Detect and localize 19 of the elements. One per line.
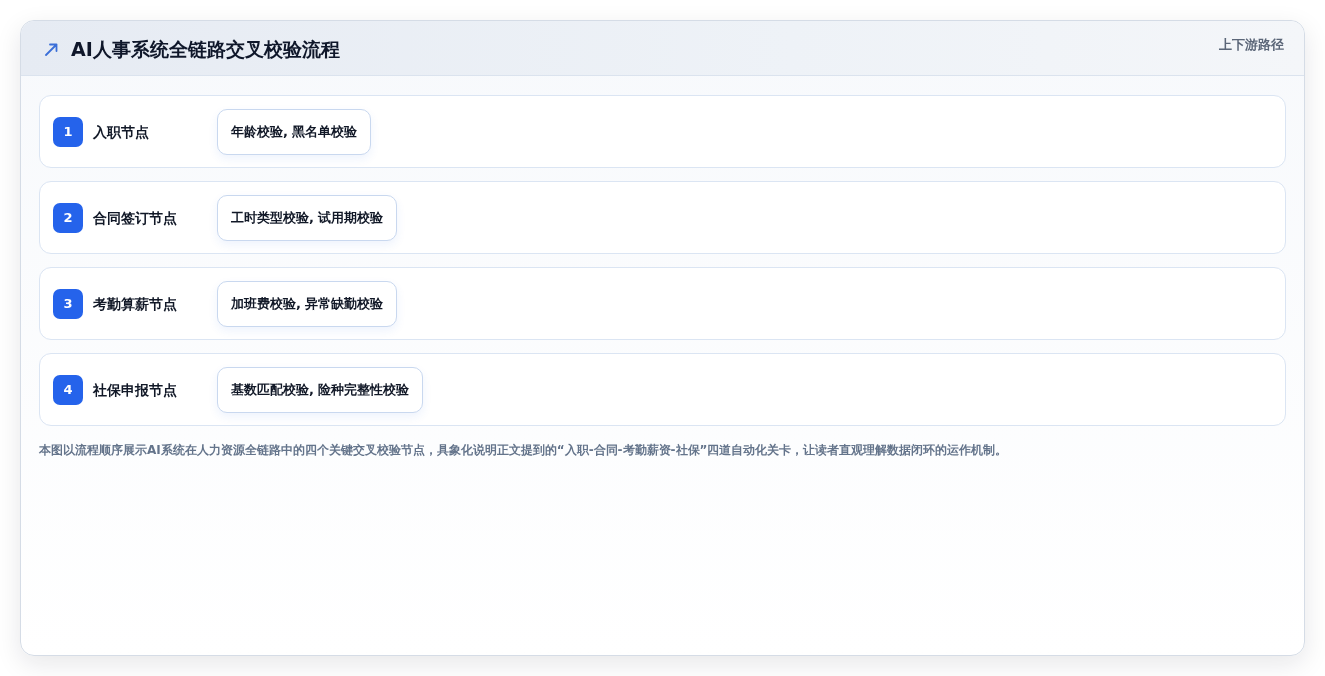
number-badge: 2 bbox=[53, 203, 83, 233]
number-badge: 4 bbox=[53, 375, 83, 405]
check-pill: 加班费校验, 异常缺勤校验 bbox=[217, 281, 398, 327]
step-label: 合同签订节点 bbox=[93, 209, 177, 228]
number-badge: 3 bbox=[53, 289, 83, 319]
step-row bbox=[39, 181, 1286, 254]
step-row bbox=[39, 95, 1286, 168]
path-label: 上下游路径 bbox=[1219, 36, 1284, 54]
caption: 本图以流程顺序展示AI系统在人力资源全链路中的四个关键交叉校验节点，具象化说明正文提到的“入职-合同-考勤薪资-社保”四道自动化关卡，让读者直观理解数据闭环的运作机制。 bbox=[39, 442, 1008, 459]
step-label: 考勤算薪节点 bbox=[93, 295, 177, 314]
step-row bbox=[39, 353, 1286, 426]
step-label: 社保申报节点 bbox=[93, 381, 177, 400]
diagram-title: AI人事系统全链路交叉校验流程 bbox=[71, 37, 340, 62]
step-row bbox=[39, 267, 1286, 340]
number-badge: 1 bbox=[53, 117, 83, 147]
check-pill: 工时类型校验, 试用期校验 bbox=[217, 195, 398, 241]
check-pill: 年龄校验, 黑名单校验 bbox=[217, 109, 372, 155]
check-pill: 基数匹配校验, 险种完整性校验 bbox=[217, 367, 424, 413]
step-label: 入职节点 bbox=[93, 123, 149, 142]
